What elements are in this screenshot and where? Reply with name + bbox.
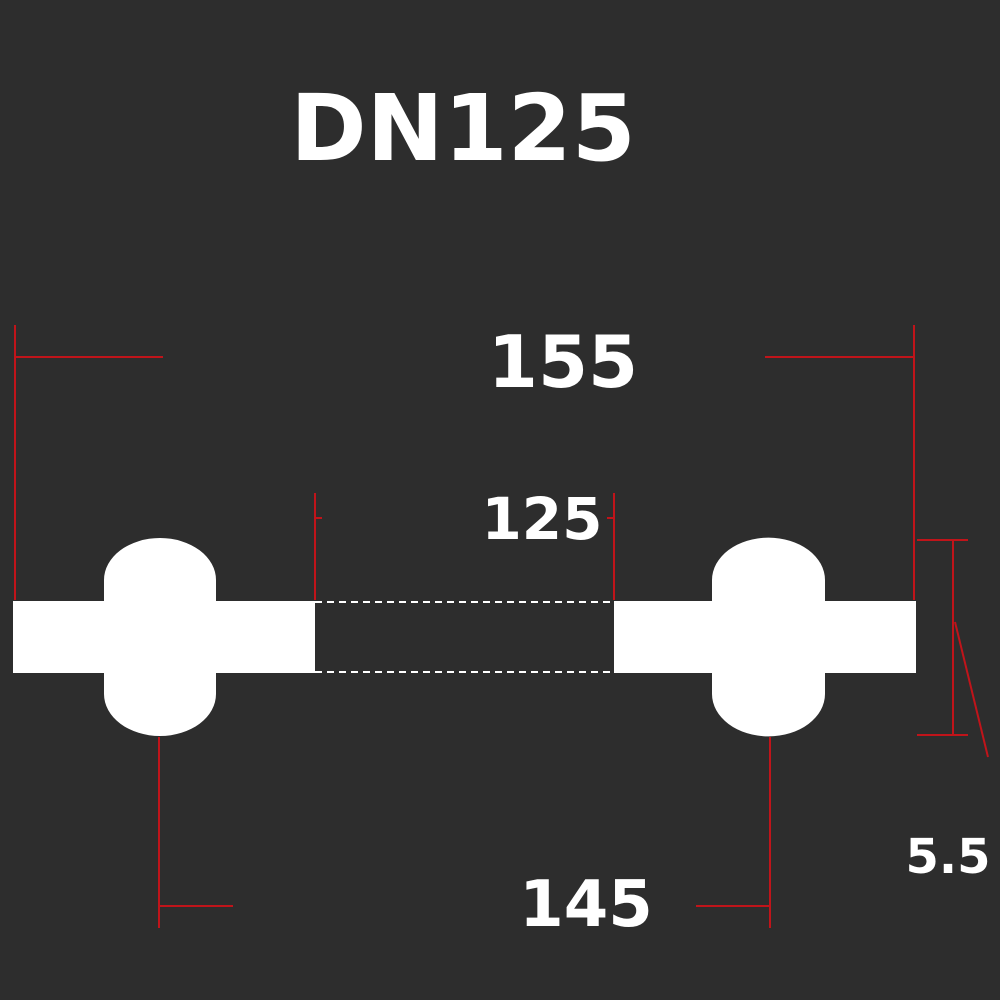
inner-bore-dashed [315,601,614,673]
dim-label-125: 125 [481,485,602,553]
dim-label-155: 155 [488,320,638,404]
dimension-lines [14,325,989,928]
left-bolt-lobe [104,538,216,736]
model-title: DN125 [290,75,635,182]
dim-label-5-5: 5.5 [905,829,990,885]
dim-5-5-slant [954,621,989,758]
dim-label-145: 145 [519,868,653,942]
right-flange-plate [614,601,916,673]
right-bolt-lobe [712,537,825,737]
left-flange-plate [13,601,315,673]
flange-cross-section [13,537,916,737]
